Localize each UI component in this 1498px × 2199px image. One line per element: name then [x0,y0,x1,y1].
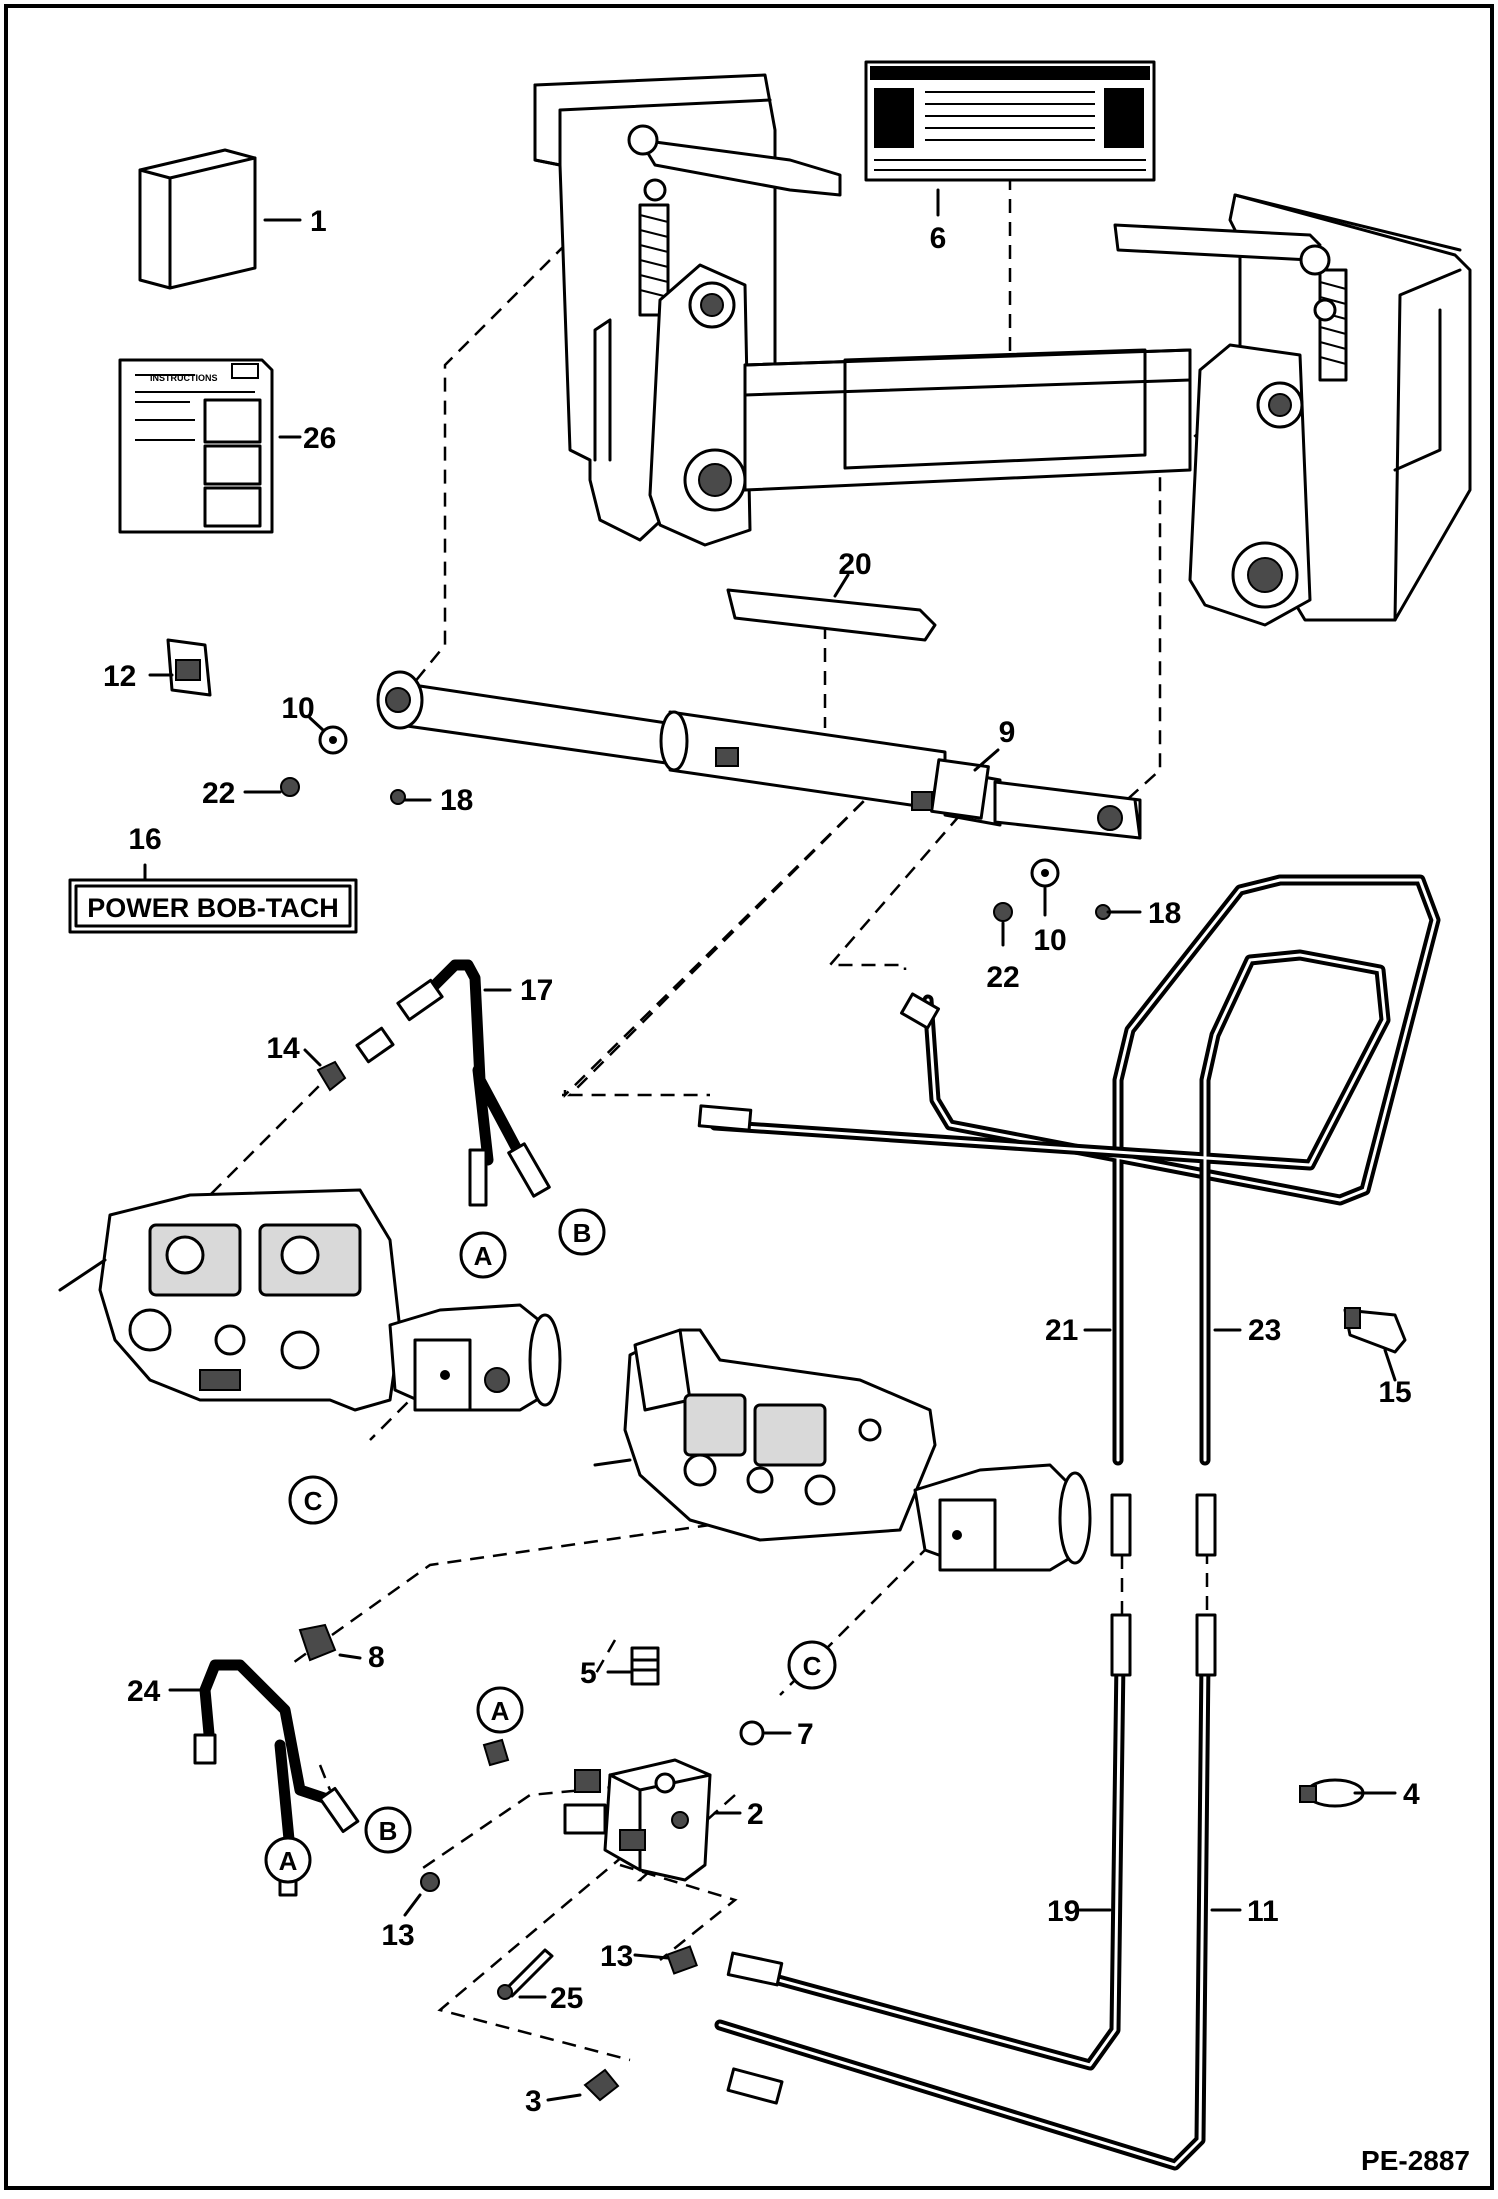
callout-23: 23 [1248,1314,1281,1347]
port-a-marker: A [476,1686,524,1734]
callout-2: 2 [747,1798,764,1831]
part-20-cylinder-cover [726,588,937,642]
part-25-pin [497,1948,554,2000]
instructions-heading: INSTRUCTIONS [150,373,218,383]
port-reference-markers: A B C C A B A [264,1208,837,1884]
part-13-fittings [420,1872,698,1975]
callout-13: 13 [600,1940,633,1973]
port-a-marker: A [264,1836,312,1884]
part-5-fitting [630,1646,660,1686]
figure-id: PE-2887 [1361,2145,1470,2176]
callout-10: 10 [281,692,314,725]
callout-16: 16 [128,823,161,856]
part-3-fitting [583,2068,620,2102]
callout-17: 17 [520,974,553,1007]
callout-19: 19 [1047,1895,1080,1928]
callout-6: 6 [930,222,947,255]
callout-8: 8 [368,1641,385,1674]
port-b-marker: B [364,1806,412,1854]
callout-11: 11 [1247,1895,1279,1928]
part-16-power-bob-tach-decal: POWER BOB-TACH [68,878,358,934]
port-b-marker: B [558,1208,606,1256]
callout-24: 24 [127,1675,161,1708]
callout-18: 18 [1148,897,1181,930]
port-c-marker: C [787,1640,837,1690]
part-7-o-ring [739,1720,765,1746]
callout-22: 22 [986,961,1019,994]
callout-numbers: 1 26 6 20 12 10 22 18 9 16 10 22 18 17 1… [103,205,1420,2118]
svg-text:C: C [803,1651,822,1681]
svg-text:A: A [491,1696,510,1726]
callout-13: 13 [381,1919,414,1952]
hardware-right [993,858,1111,922]
callout-14: 14 [266,1032,300,1065]
callout-leaders [143,188,1397,2102]
assembly-dashed-lines [209,130,1321,2062]
decal-text: POWER BOB-TACH [87,893,338,923]
part-15-clamp [1343,1307,1407,1354]
port-a-marker: A [459,1231,507,1279]
svg-text:A: A [279,1846,298,1876]
right-spring [1318,268,1348,382]
svg-text:B: B [379,1816,398,1846]
callout-25: 25 [550,1982,583,2015]
callout-7: 7 [797,1718,814,1751]
callout-26: 26 [303,422,336,455]
part-26-instruction-sheet: INSTRUCTIONS [118,358,274,534]
svg-text:A: A [474,1241,493,1271]
hydrostatic-pump-right [593,1328,1092,1572]
callout-4: 4 [1403,1778,1420,1811]
callout-21: 21 [1045,1314,1078,1347]
callout-22: 22 [202,777,235,810]
hose-fittings [193,978,1217,2105]
hardware-left [280,725,406,805]
svg-text:C: C [304,1486,323,1516]
diagram-border [4,4,1494,2190]
port-c-marker: C [288,1475,338,1525]
part-9-hydraulic-cylinder [376,670,1142,840]
callout-9: 9 [999,716,1016,749]
part-1-box [138,148,257,290]
callout-12: 12 [103,660,136,693]
svg-text:B: B [573,1218,592,1248]
callout-5: 5 [580,1657,597,1690]
callout-10: 10 [1033,924,1066,957]
part-6-warning-decal [864,60,1156,182]
callout-20: 20 [838,548,871,581]
callout-15: 15 [1378,1376,1411,1409]
part-2-valve-block [563,1758,712,1882]
callout-18: 18 [440,784,473,817]
hoses [199,874,1441,2171]
hydrostatic-pump-left [58,1188,562,1412]
port-a-fitting [482,1738,510,1767]
bob-tach-frame [533,73,1472,627]
callout-3: 3 [525,2085,542,2118]
part-14-fitting [316,1060,347,1092]
part-12-switch [166,638,212,697]
part-8-plug [298,1623,337,1662]
callout-1: 1 [310,205,327,238]
